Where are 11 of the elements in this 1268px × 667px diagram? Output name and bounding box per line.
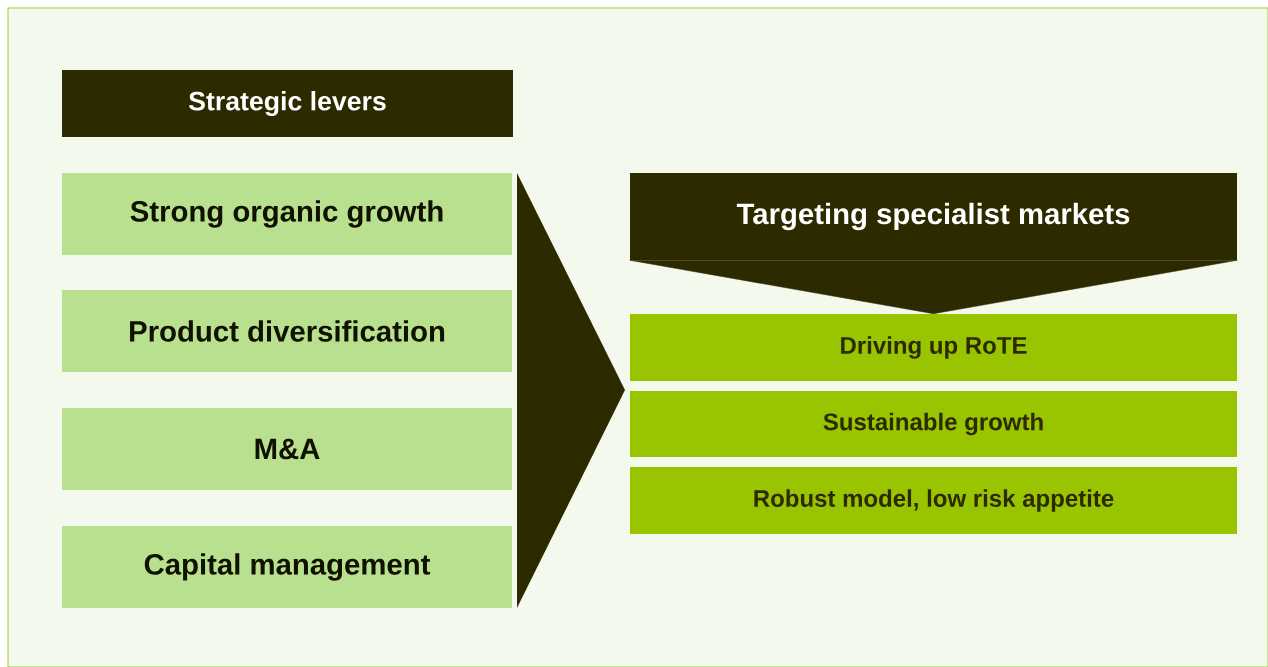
lever-box: Product diversification [62,290,512,372]
node-label: Targeting specialist markets [736,202,1130,231]
triangle-arrow [629,260,1238,314]
lever-box: Strong organic growth [62,173,512,255]
outcome-box: Driving up RoTE [630,314,1237,381]
header-box: Strategic levers [62,70,513,137]
header-box: Targeting specialist markets [630,173,1237,260]
outcome-box: Sustainable growth [630,391,1237,457]
lever-box: Capital management [62,526,512,608]
lever-box: M&A [62,408,512,490]
outcome-box: Robust model, low risk appetite [630,467,1237,534]
